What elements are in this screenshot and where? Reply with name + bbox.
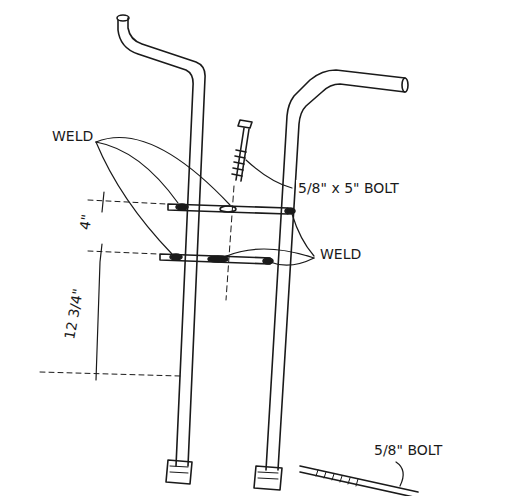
callout-label: WELD <box>318 246 363 262</box>
callout-label: 5/8" BOLT <box>372 442 444 458</box>
dimension-label: 12 3/4" <box>61 285 86 342</box>
callout-label: WELD <box>50 128 95 144</box>
callout-label: 5/8" x 5" BOLT <box>296 180 401 196</box>
dimension-label: 4" <box>76 211 95 233</box>
